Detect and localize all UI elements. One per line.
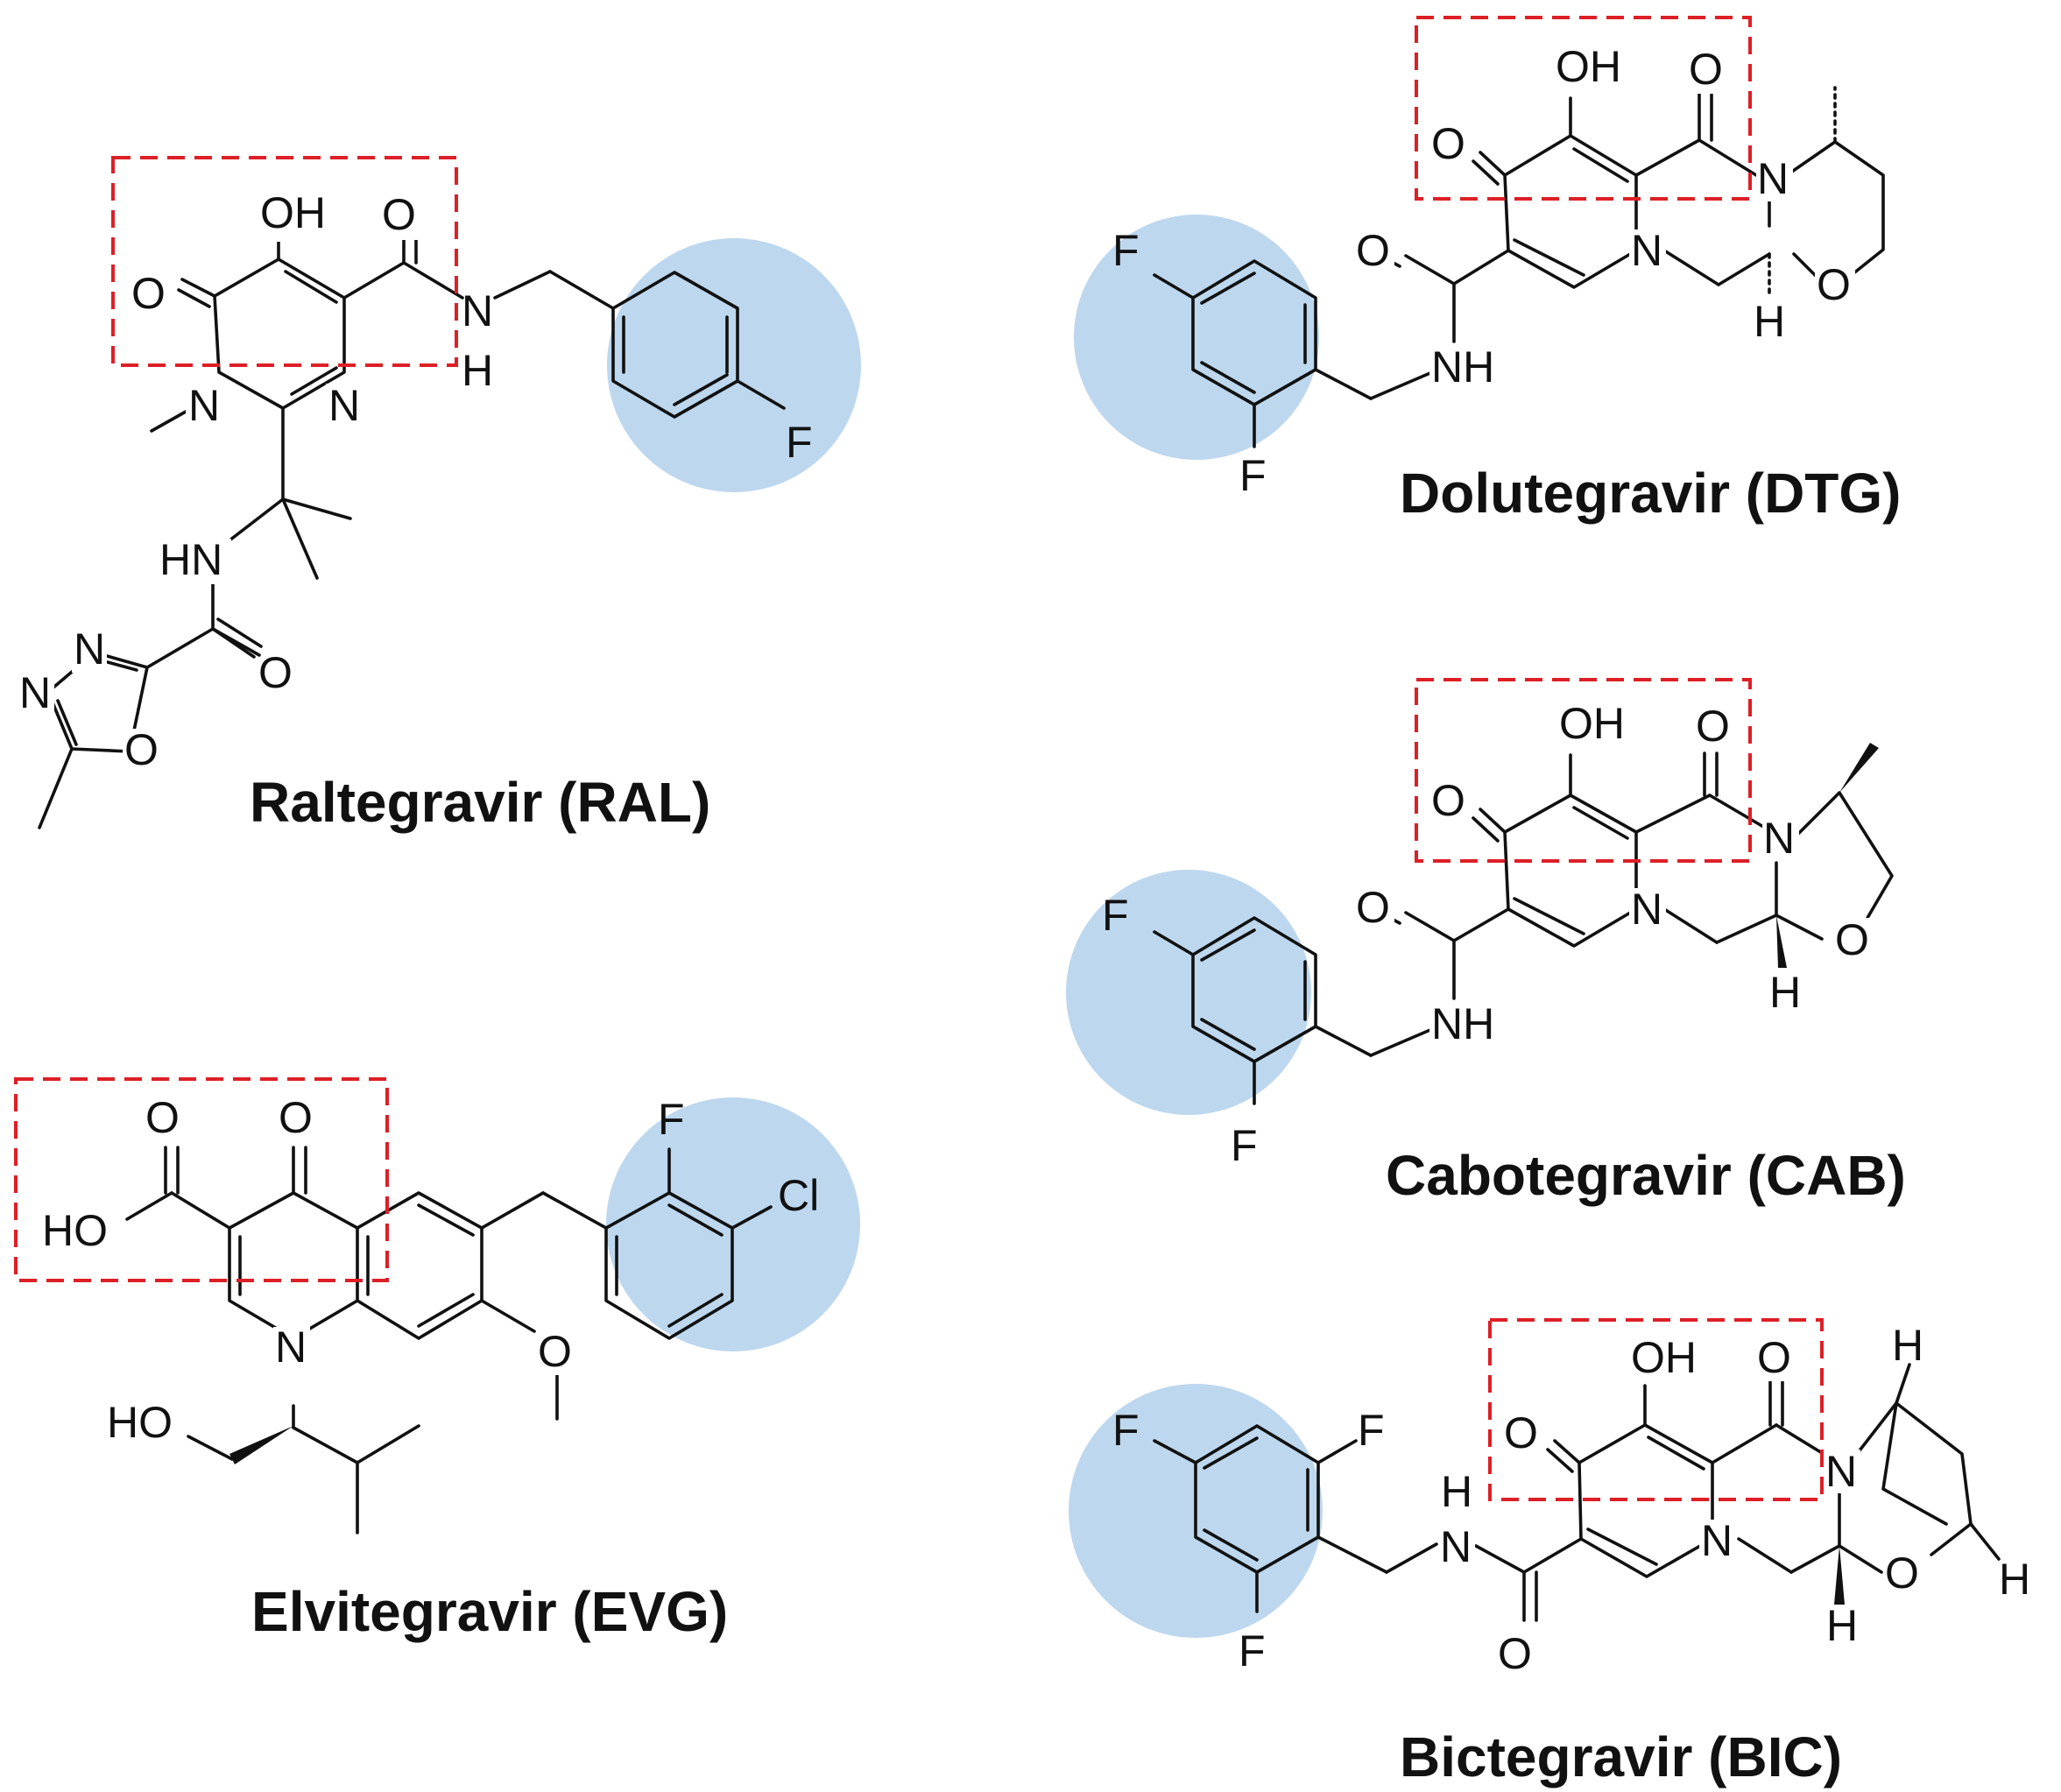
ral-atom-n-oxa2: N	[19, 668, 51, 717]
bic-atom-h-bridge1: H	[1892, 1321, 1923, 1370]
ral-atoms: OH O O N H N N F HN O N N O	[18, 188, 813, 774]
dtg-atom-o-side: O	[1356, 226, 1390, 275]
bic-chelating-motif-box	[1488, 1318, 1824, 1501]
cab-atom-n-top: N	[1763, 814, 1795, 863]
ral-atom-oh: OH	[260, 188, 326, 237]
bic-structure	[1153, 1363, 2001, 1622]
evg-atom-f: F	[658, 1095, 685, 1144]
cab-atom-o-keto: O	[1431, 776, 1465, 825]
dtg-atoms: OH O O N N O H O NH F F	[1112, 42, 1855, 500]
dtg-atom-f1: F	[1112, 226, 1140, 275]
ral-atom-n-ring1: N	[188, 381, 220, 430]
dtg-atom-n-ring: N	[1631, 226, 1662, 275]
evg-atom-o-keto: O	[279, 1093, 313, 1142]
evg-chelating-motif-box	[14, 1077, 389, 1282]
cab-atom-o-ring: O	[1835, 915, 1869, 964]
cab-atom-f2: F	[1231, 1121, 1258, 1170]
evg-atom-ho: HO	[107, 1398, 173, 1447]
bic-atom-f3: F	[1239, 1626, 1266, 1676]
ral-atom-f: F	[786, 418, 813, 467]
ral-atom-n-oxa1: N	[74, 624, 105, 674]
bic-atom-h-bridge2: H	[1999, 1555, 2030, 1604]
bic-atom-o-keto: O	[1504, 1408, 1538, 1457]
evg-name: Elvitegravir (EVG)	[251, 1580, 728, 1643]
bic-atom-f1: F	[1112, 1406, 1140, 1455]
cab-atom-o-side: O	[1356, 883, 1390, 932]
evg-atom-o-acid: O	[145, 1093, 180, 1142]
dtg-chelating-motif-box	[1415, 16, 1752, 201]
dtg-atom-h-stereo: H	[1754, 297, 1785, 346]
ral-atom-hn: HN	[159, 535, 222, 584]
cab-atoms: OH O O N N O H O NH F F	[1102, 699, 1874, 1170]
ral-atom-n-amide: N	[462, 286, 493, 335]
dtg-name: Dolutegravir (DTG)	[1400, 462, 1901, 525]
bic-atom-n-ring: N	[1701, 1516, 1733, 1565]
bic-atom-n-amide: N	[1440, 1522, 1472, 1571]
ral-atom-n-ring2: N	[328, 381, 360, 430]
ral-chelating-motif-box	[111, 156, 458, 367]
ral-atom-o-oxa: O	[124, 725, 159, 774]
evg-aryl-highlight	[606, 1097, 860, 1351]
bic-atom-o-bridge: O	[1885, 1549, 1919, 1598]
dtg-atom-o-amide: O	[1689, 45, 1723, 94]
ral-atom-o-carbonyl: O	[258, 648, 293, 697]
cab-atom-nh: NH	[1431, 999, 1494, 1048]
bic-name: Bictegravir (BIC)	[1400, 1725, 1842, 1788]
cab-name: Cabotegravir (CAB)	[1386, 1144, 1906, 1207]
cab-atom-n-ring: N	[1631, 885, 1662, 934]
evg-atom-o-methoxy: O	[538, 1327, 572, 1376]
evg-atom-cl: Cl	[778, 1171, 819, 1220]
dtg-atom-nh: NH	[1431, 342, 1494, 392]
evg-atoms: O O HO N HO F Cl O	[40, 1093, 819, 1449]
ral-atom-h-amide: H	[462, 346, 493, 395]
cab-structure	[1153, 743, 1894, 1105]
bic-atom-h-stereo: H	[1826, 1601, 1858, 1650]
dtg-atom-n-top: N	[1757, 154, 1789, 203]
bic-atom-f2: F	[1358, 1406, 1385, 1455]
cab-atom-f1: F	[1102, 891, 1129, 940]
evg-atom-ho-acid: HO	[42, 1206, 108, 1255]
ral-aryl-highlight	[607, 238, 861, 492]
cab-atom-o-amide: O	[1696, 702, 1730, 751]
cab-chelating-motif-box	[1415, 678, 1752, 863]
dtg-aryl-highlight	[1074, 215, 1319, 460]
bic-atom-o-side: O	[1498, 1629, 1532, 1678]
bic-atom-n-top: N	[1825, 1447, 1857, 1496]
ral-name: Raltegravir (RAL)	[250, 771, 710, 834]
cab-atom-oh: OH	[1559, 699, 1625, 748]
bic-atom-o-amide: O	[1757, 1333, 1791, 1382]
dtg-atom-f2: F	[1239, 451, 1267, 500]
ral-atom-o-keto: O	[131, 269, 166, 318]
dtg-atom-oh: OH	[1556, 42, 1621, 91]
dtg-atom-o-ring: O	[1817, 260, 1851, 309]
evg-atom-n-ring: N	[275, 1323, 307, 1372]
cab-atom-h-stereo: H	[1769, 968, 1801, 1017]
bic-atom-oh: OH	[1631, 1333, 1697, 1382]
dtg-atom-o-keto: O	[1431, 119, 1465, 168]
ral-atom-o-amide: O	[382, 190, 416, 239]
bic-atoms: OH O O N N H H O H H N O F F F	[1112, 1321, 2030, 1678]
bic-atom-h-amide: H	[1441, 1467, 1472, 1516]
evg-structure	[125, 1146, 773, 1534]
